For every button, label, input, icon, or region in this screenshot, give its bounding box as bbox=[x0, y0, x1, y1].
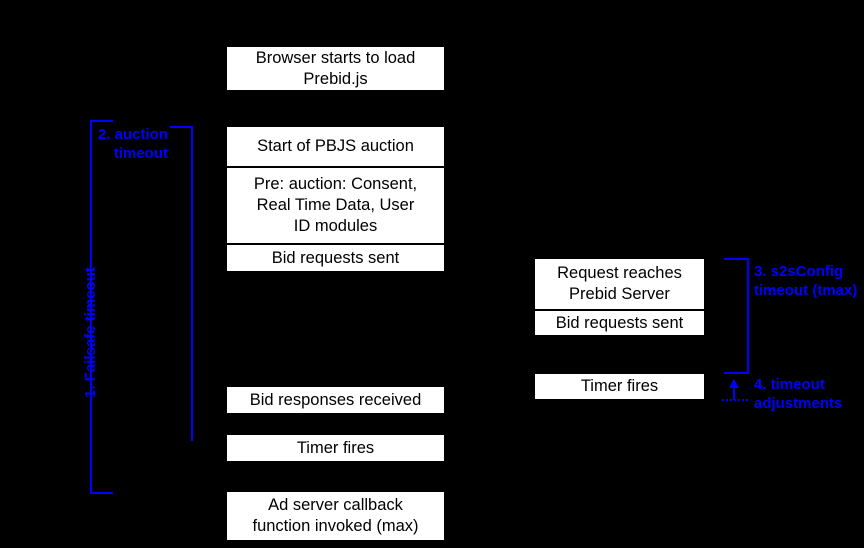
timeout-adjustments-dotted-baseline bbox=[722, 399, 748, 401]
annotation-failsafe-timeout: 1. Failsafe timeout bbox=[82, 267, 99, 398]
s2sconfig-bracket-spine bbox=[747, 258, 749, 374]
failsafe-bracket-spine bbox=[90, 120, 92, 494]
box-server-bid-requests-sent: Bid requests sent bbox=[534, 310, 705, 336]
box-browser-load: Browser starts to load Prebid.js bbox=[226, 46, 445, 91]
box-request-reaches-server: Request reaches Prebid Server bbox=[534, 258, 705, 310]
timeout-adjustments-arrow-icon bbox=[729, 379, 739, 400]
box-auction-start: Start of PBJS auction bbox=[226, 126, 445, 167]
annotation-s2sconfig-timeout: 3. s2sConfig timeout (tmax) bbox=[754, 263, 858, 299]
box-server-timer-fires: Timer fires bbox=[534, 373, 705, 400]
auction-bracket-spine bbox=[191, 126, 193, 441]
box-pre-auction: Pre: auction: Consent, Real Time Data, U… bbox=[226, 167, 445, 244]
annotation-auction-timeout: 2. auction timeout bbox=[97, 126, 168, 162]
s2sconfig-bracket-top-tick bbox=[724, 258, 749, 260]
auction-bracket-top-tick bbox=[170, 126, 193, 128]
annotation-timeout-adjustments: 4. timeout adjustments bbox=[754, 376, 843, 412]
box-ad-server-callback: Ad server callback function invoked (max… bbox=[226, 491, 445, 541]
box-bid-responses-received: Bid responses received bbox=[226, 386, 445, 414]
failsafe-bracket-bottom-tick bbox=[90, 492, 113, 494]
box-timer-fires: Timer fires bbox=[226, 434, 445, 462]
failsafe-bracket-top-tick bbox=[90, 120, 113, 122]
s2sconfig-bracket-bottom-tick bbox=[724, 372, 749, 374]
box-bid-requests-sent: Bid requests sent bbox=[226, 244, 445, 272]
